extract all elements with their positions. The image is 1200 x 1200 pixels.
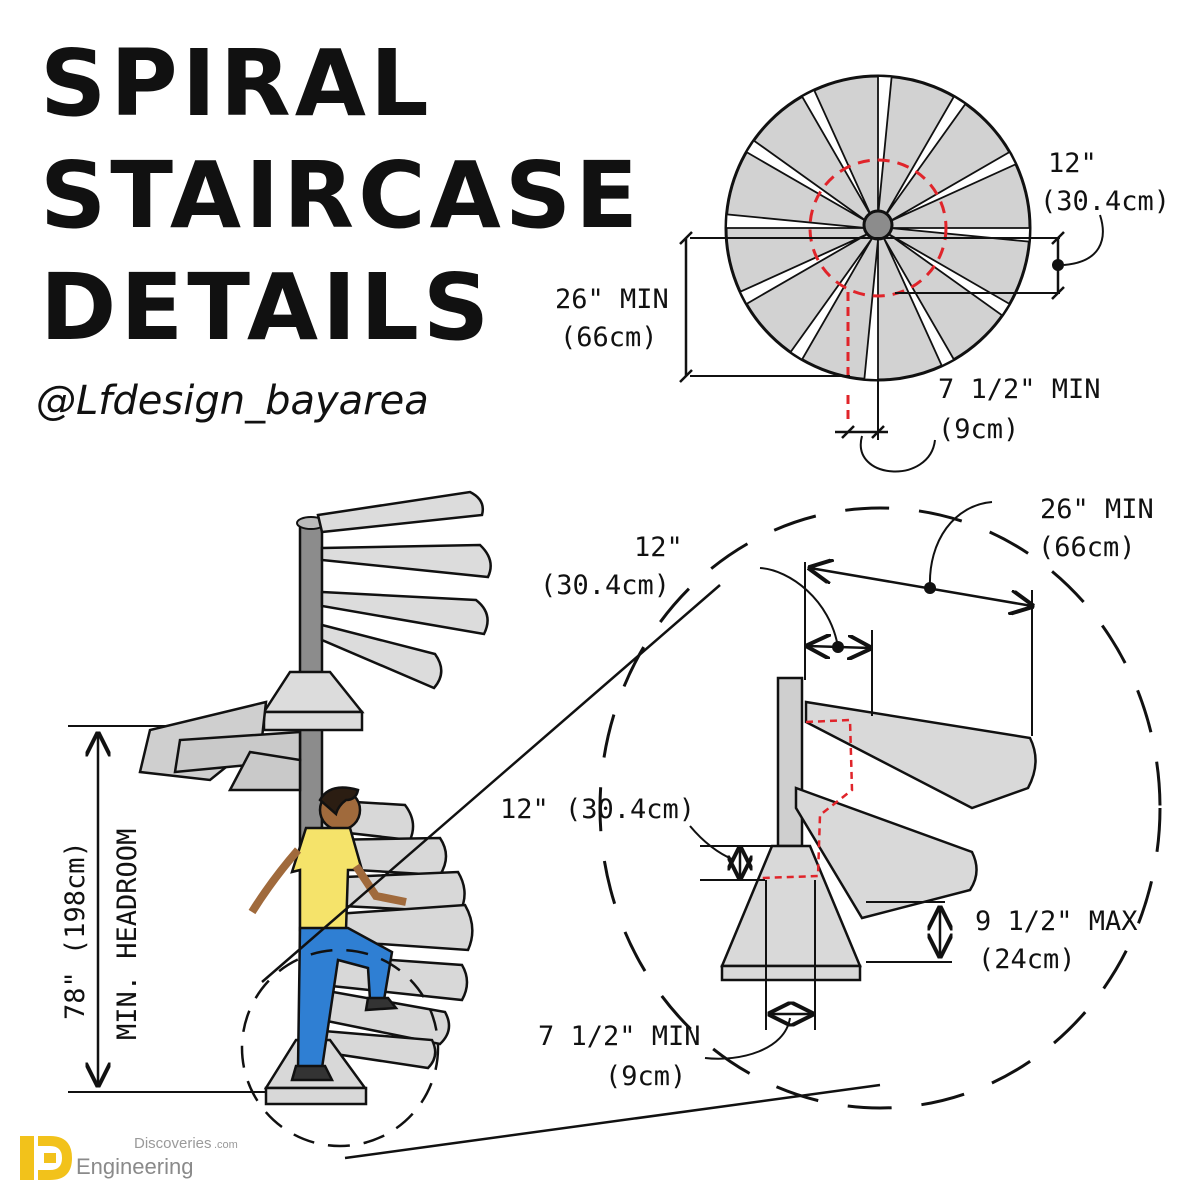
person-shoe [290,1064,335,1082]
detail-base-edge [720,964,862,982]
detail-walkline-offset-label-2: (30.4cm) [540,570,670,601]
plan-center-post [862,209,894,241]
stair-tread [316,490,484,534]
title-line-1: SPIRAL [40,30,433,137]
upper-treads [138,490,492,792]
plan-tread-depth-label-1: 7 1/2" MIN [938,374,1101,405]
plan-tread-divider [745,139,869,223]
detail-tread-upper [804,700,1037,810]
plan-tread-divider [863,239,879,381]
stair-tread [320,623,443,690]
detail-dashed-ellipse [598,506,1162,1110]
plan-post-width-label-2: (30.4cm) [1040,186,1170,217]
callout-connector [344,1083,881,1160]
detail-walkline-offset-label-1: 12" [634,532,683,563]
logo-bar [20,1136,34,1180]
plan-tread-divider [877,75,893,217]
title-line-2: STAIRCASE [40,142,642,249]
plan-post-width-label-1: 12" [1048,148,1097,179]
plan-view: 26" MIN (66cm) 12" (30.4cm) 7 1/2" MIN (… [555,74,1170,473]
detail-tread-width-dimension [810,568,1032,606]
stair-tread [227,750,302,792]
landing-platform-edge [262,710,364,732]
plan-tread-divider [738,233,869,306]
headroom-value-label: 78" (198cm) [60,841,91,1020]
person-arm [248,847,302,915]
watermark-brand-suffix: .com [214,1139,238,1151]
base-platform-edge [264,1086,368,1106]
stair-tread [320,543,492,579]
title-line-3: DETAILS [40,254,494,361]
callout-connector [261,584,721,983]
detail-tread-depth-label-2: (9cm) [605,1061,686,1092]
plan-tread-width-label-2: (66cm) [560,322,658,353]
stair-tread [320,590,489,636]
watermark-brand-bottom: Engineering [76,1154,193,1179]
plan-walkline-circle [808,158,948,298]
plan-tread-divider [887,233,1011,317]
detail-tread-lower [794,786,978,920]
stair-tread [309,1028,437,1070]
detail-walkline [761,718,854,880]
detail-riser-label-1: 9 1/2" MAX [975,906,1138,937]
detail-tread-width-label-1: 26" MIN [1040,494,1154,525]
stair-tread [320,988,451,1046]
person-hair [318,786,360,817]
person-figure [248,786,407,1082]
watermark: Discoveries .com Engineering [20,1135,238,1180]
elevation-view: 78" (198cm) MIN. HEADROOM [60,490,492,1148]
headroom-caption-label: MIN. HEADROOM [112,829,143,1040]
detail-view: 26" MIN (66cm) 12" (30.4cm) 12" (30.4cm)… [500,494,1162,1110]
landing-platform [261,670,365,714]
plan-tread-depth-label-2: (9cm) [938,414,1019,445]
plan-leader-line [859,435,936,473]
person-shoe [364,996,399,1012]
detail-walkline-height-label: 12" (30.4cm) [500,794,695,825]
detail-leader-line [759,567,839,648]
plan-tread-divider [789,237,873,361]
detail-treads [720,700,1037,982]
engineering-logo [20,1136,72,1180]
plan-tread-width-label-1: 26" MIN [555,284,669,315]
person-arm [352,863,407,906]
detail-center-post [776,676,804,848]
detail-leader-line [928,501,993,589]
plan-dimension-ticks [1051,231,1065,300]
plan-tread-divider [883,95,967,219]
plan-tread-divider [887,150,1018,223]
watermark-brand-top: Discoveries [134,1135,212,1152]
logo-arc [38,1136,72,1180]
plan-leader-line [1063,214,1104,266]
plan-tread-divider [800,88,873,219]
plan-tread-divider [883,237,956,368]
detail-riser-label-2: (24cm) [978,944,1076,975]
detail-leader-line [704,1017,791,1060]
plan-dimension-ticks [841,425,885,439]
plan-leader-dot [1052,259,1064,271]
detail-callout-circle [240,948,440,1148]
plan-tread-lines [725,75,1031,381]
plan-dimension-ticks [679,231,693,383]
plan-tread-divider [725,213,867,229]
detail-leader-line [689,825,735,861]
author-handle: @Lfdesign_bayarea [36,378,429,424]
detail-tread-depth-label-1: 7 1/2" MIN [538,1021,701,1052]
detail-tread-width-label-2: (66cm) [1038,532,1136,563]
logo-mark [44,1153,56,1163]
